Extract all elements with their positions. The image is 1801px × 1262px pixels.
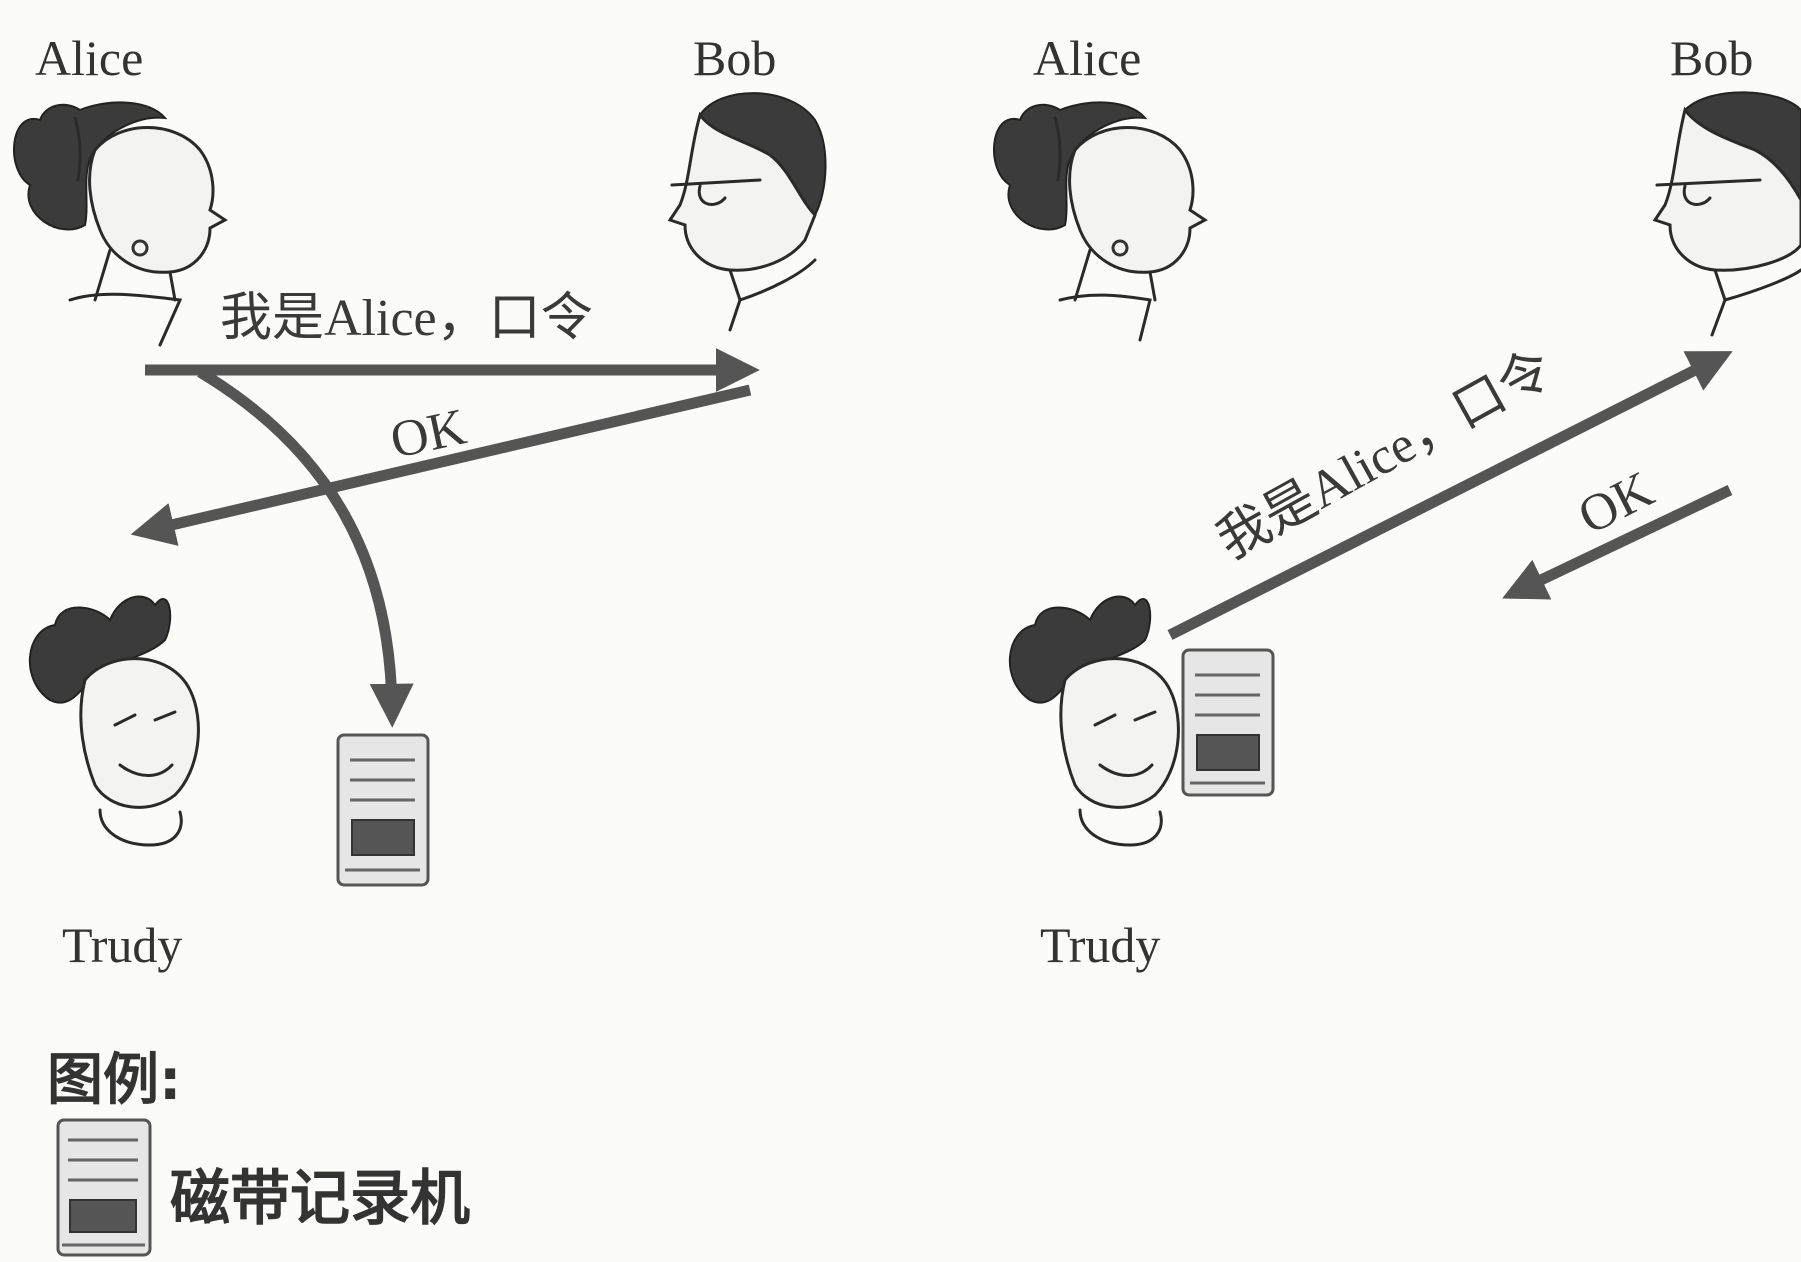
- right-trudy-label: Trudy: [1040, 917, 1160, 973]
- legend-tape-recorder-label: 磁带记录机: [170, 1164, 470, 1234]
- legend-title: 图例:: [47, 1048, 182, 1113]
- legend-tape-recorder-icon: [56, 1118, 152, 1257]
- right-bob-label: Bob: [1670, 30, 1753, 86]
- left-bob-label: Bob: [693, 30, 776, 86]
- left-ok-arrow-bob-to-alice: [130, 384, 752, 546]
- left-message-1-label: 我是Alice，口令: [220, 290, 593, 347]
- right-message-1-label: 我是Alice，口令: [1208, 340, 1562, 570]
- right-bob-figure: [1652, 91, 1801, 337]
- left-tape-recorder-icon: [336, 733, 430, 887]
- right-alice-label: Alice: [1033, 30, 1141, 86]
- left-bob-figure: [667, 92, 827, 332]
- right-tape-recorder-icon: [1181, 648, 1275, 797]
- left-intercept-arrow-to-tape: [197, 367, 414, 728]
- right-scene: Alice Bob Trudy: [993, 30, 1801, 973]
- right-trudy-figure: [1008, 595, 1180, 847]
- left-alice-label: Alice: [35, 30, 143, 86]
- right-replay-arrow-trudy-to-bob: [1167, 351, 1733, 640]
- right-alice-figure: [993, 101, 1208, 342]
- right-ok-arrow-bob-to-trudy: [1502, 485, 1733, 600]
- left-trudy-label: Trudy: [62, 917, 182, 973]
- left-trudy-figure: [28, 595, 200, 847]
- left-scene: Alice Bob Trudy: [13, 30, 827, 973]
- left-alice-figure: [13, 101, 228, 347]
